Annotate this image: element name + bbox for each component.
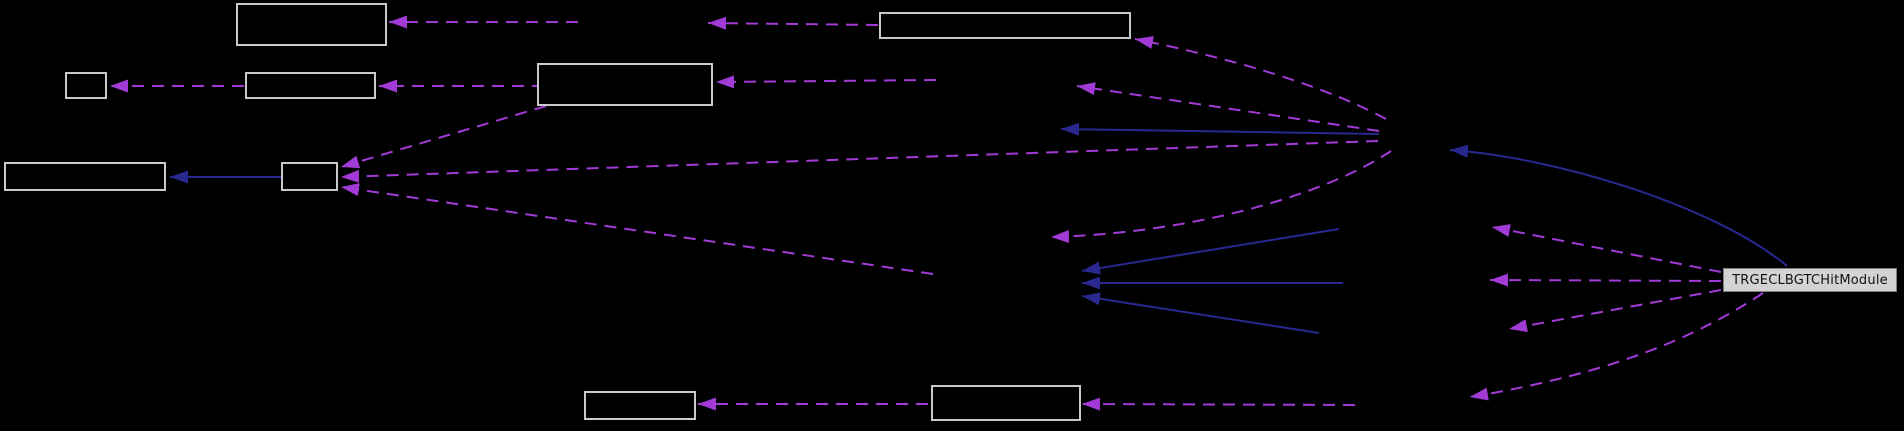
- dashed-edge-3: [1134, 36, 1387, 120]
- solid-edge-4: [1081, 228, 1340, 275]
- dashed-edge-13: [1081, 397, 1356, 411]
- class-node-box-1[interactable]: [236, 3, 387, 46]
- solid-edge-6: [1081, 292, 1320, 334]
- class-node-box-4[interactable]: [537, 63, 713, 106]
- dashed-edge-9: [340, 140, 1379, 183]
- dashed-edge-15: [1489, 273, 1722, 287]
- dashed-edge-10: [340, 183, 934, 275]
- solid-edge-2: [1449, 144, 1788, 267]
- class-node-box-5[interactable]: [879, 12, 1131, 39]
- class-node-box-7[interactable]: [281, 162, 338, 191]
- dashed-edge-11: [1050, 150, 1392, 244]
- dashed-edge-7: [1076, 82, 1380, 132]
- class-node-box-2[interactable]: [65, 72, 107, 99]
- solid-edge-3: [1060, 122, 1380, 136]
- highlighted-class-node: TRGECLBGTCHitModule: [1723, 268, 1897, 292]
- dashed-edge-17: [1469, 292, 1764, 401]
- class-node-box-9[interactable]: [931, 385, 1081, 421]
- dashed-edge-14: [1491, 224, 1722, 273]
- dashed-edge-6: [715, 75, 937, 89]
- dashed-edge-8: [340, 105, 547, 169]
- dashed-edge-16: [1508, 289, 1722, 333]
- class-node-box-6[interactable]: [4, 162, 166, 191]
- class-node-box-3[interactable]: [245, 72, 376, 99]
- class-node-box-8[interactable]: [584, 391, 696, 420]
- dashed-edge-2: [707, 16, 879, 30]
